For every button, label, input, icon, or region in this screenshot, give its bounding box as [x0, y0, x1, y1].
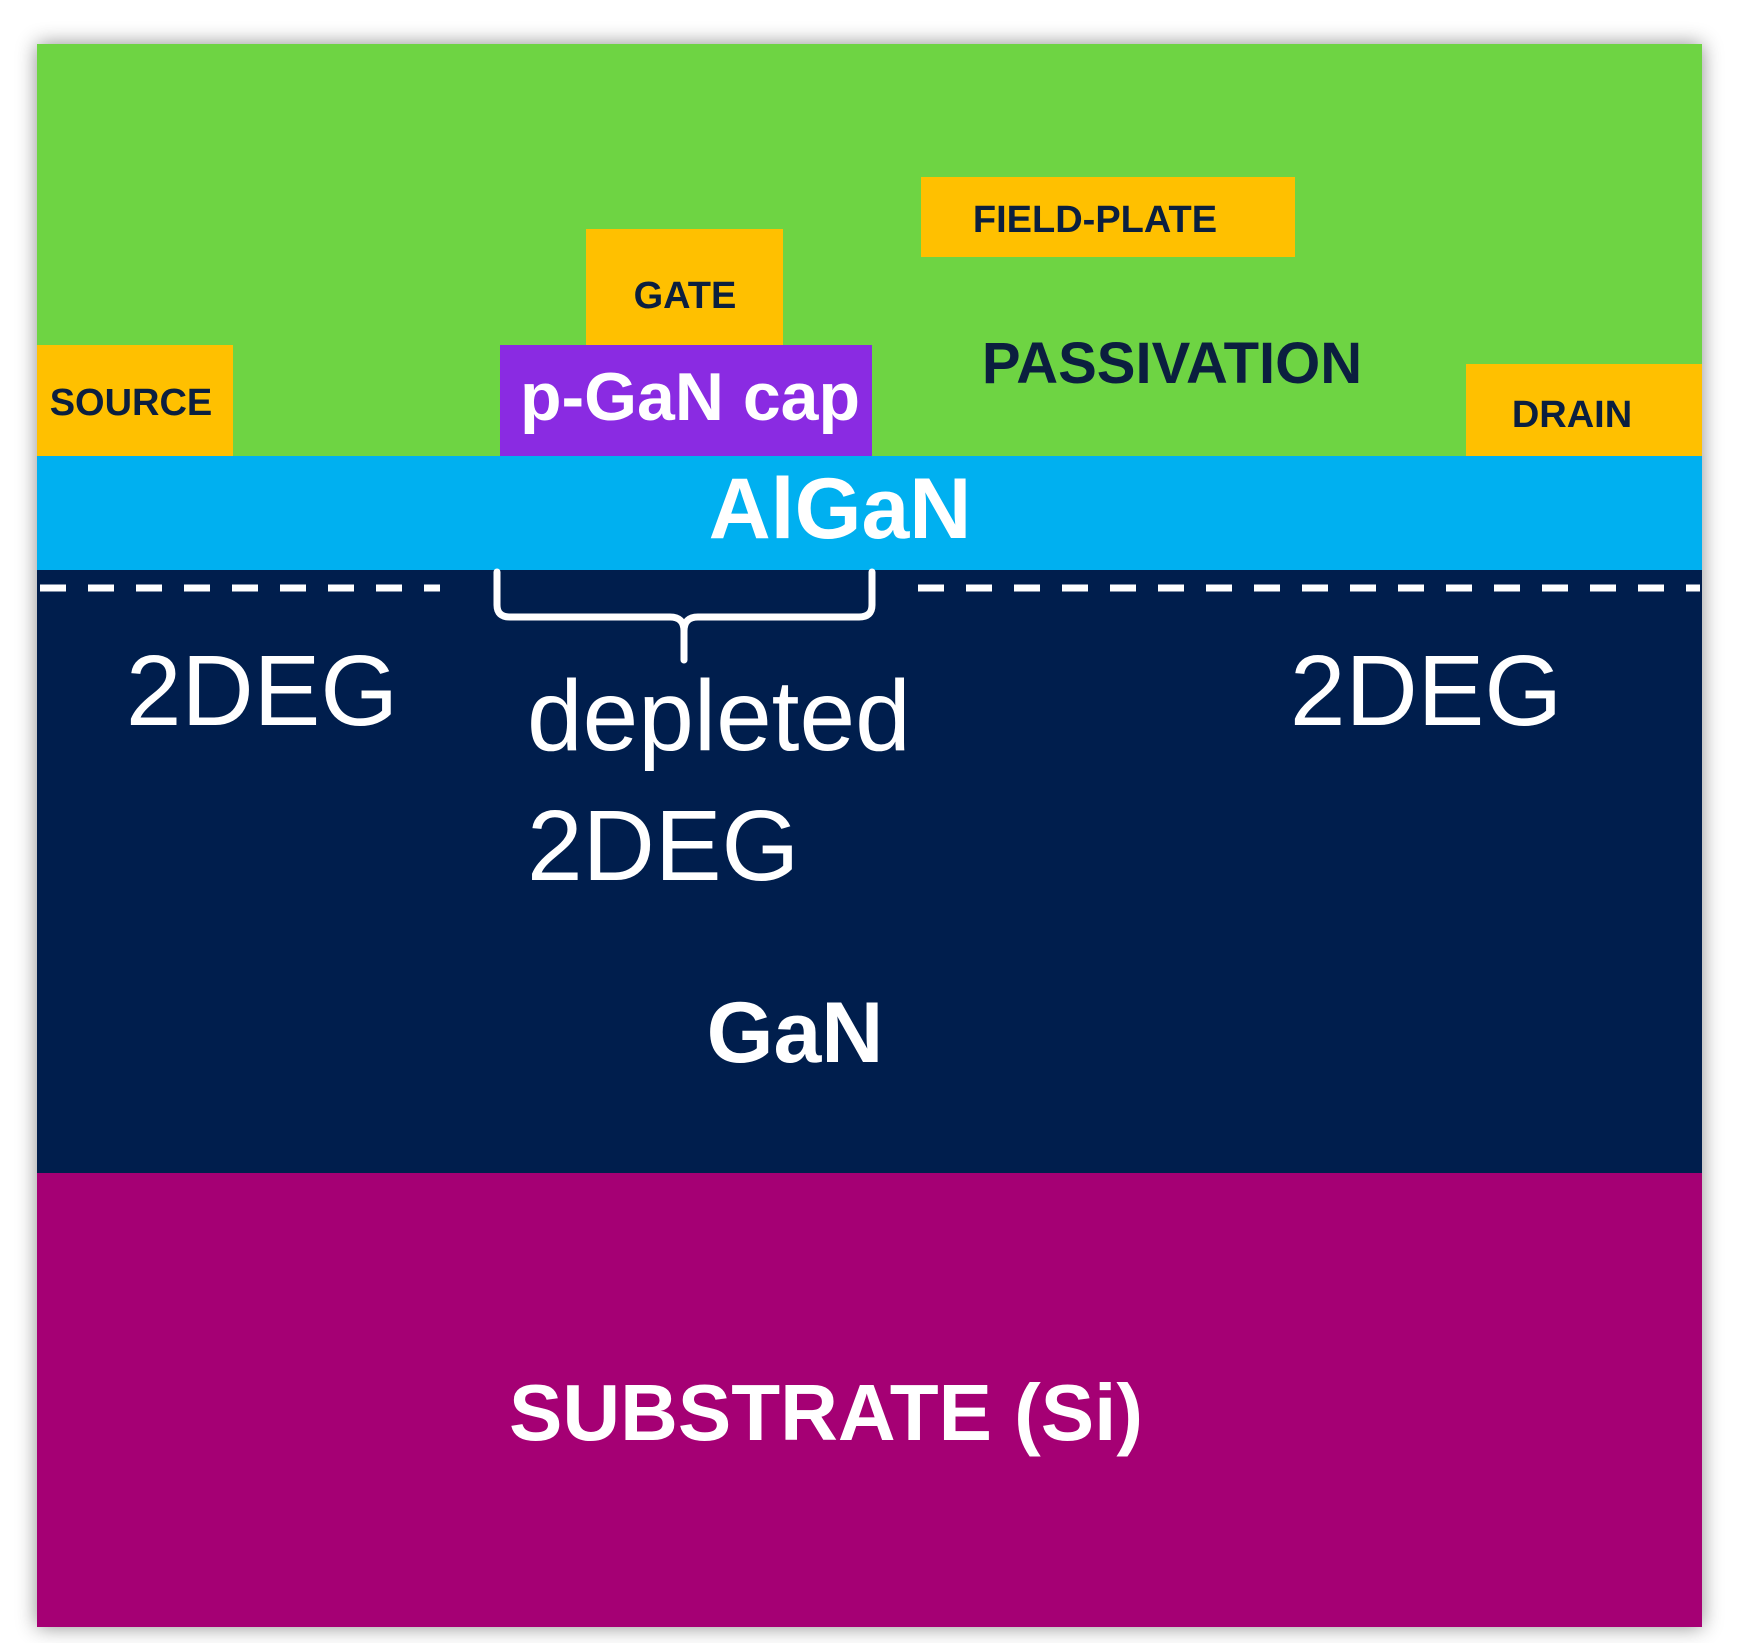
gan-label: GaN [707, 985, 884, 1081]
drain-contact [1466, 364, 1702, 456]
substrate-layer [37, 1173, 1702, 1627]
gate-contact [586, 229, 783, 345]
depleted-2deg-label-line1: depleted [527, 660, 911, 772]
p-gan-cap-region [500, 345, 872, 456]
source-contact [37, 345, 233, 456]
field-plate-contact [921, 177, 1295, 257]
substrate-label: SUBSTRATE (Si) [509, 1368, 1143, 1457]
drain-label: DRAIN [1512, 394, 1632, 436]
gate-label: GATE [634, 275, 737, 317]
2deg-left-label: 2DEG [126, 635, 398, 747]
algan-layer [37, 456, 1702, 570]
2deg-right-label: 2DEG [1290, 635, 1562, 747]
algan-label: AlGaN [709, 461, 972, 557]
source-label: SOURCE [50, 382, 213, 424]
passivation-label: PASSIVATION [982, 331, 1362, 396]
depleted-2deg-label-line2: 2DEG [527, 790, 799, 902]
depletion-brace [493, 568, 876, 664]
gan-layer [37, 570, 1702, 1173]
p-gan-cap-label: p-GaN cap [520, 359, 860, 435]
field-plate-label: FIELD-PLATE [973, 199, 1217, 241]
